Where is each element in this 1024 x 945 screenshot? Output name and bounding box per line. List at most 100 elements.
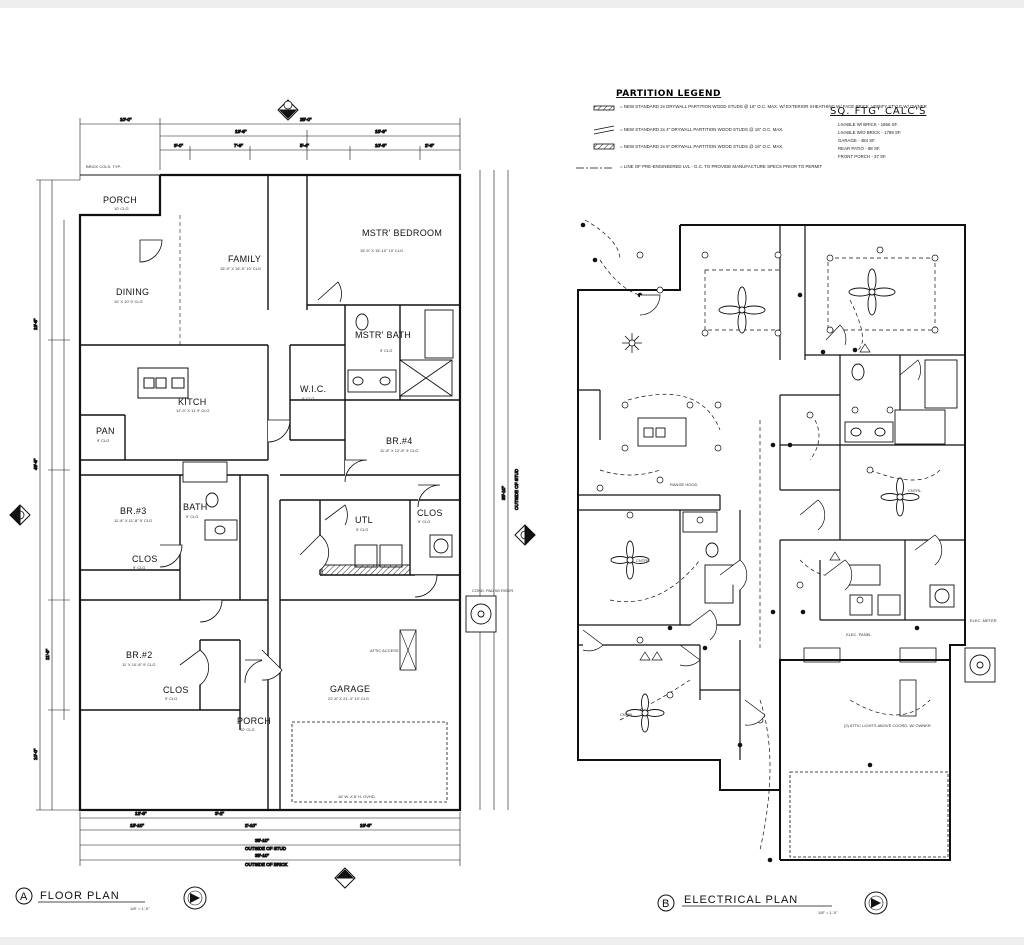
sqft-row-5: FRONT PORCH - 37 SF. [838, 154, 886, 159]
floor-plan: 10'-0" 25'-0" 13'-9" 15'-9" 3'-0" 7'-9" … [9, 99, 536, 889]
label-garage-sub: 22'-8" X 21'-4" 10' CLG [328, 696, 369, 701]
sqft-row-3: GARAGE - 484 SF. [838, 138, 876, 143]
north-arrow-icon [183, 886, 207, 910]
interior-walls [80, 175, 460, 810]
label-attic-lights: (2) ATTIC LIGHTS ABOVE COORD. W/ OWNER [844, 723, 931, 728]
label-utl-sub: 9' CLG [356, 527, 368, 532]
section-marker-left [9, 504, 31, 526]
elec-exterior-walls [577, 224, 966, 861]
label-cntrl-3: CNTRL [908, 488, 922, 493]
electrical-plan [577, 219, 996, 863]
label-pan: PAN [96, 426, 115, 436]
label-cntrl-2: CNTRL [620, 712, 634, 717]
dim-top-8: 10'-9" [375, 143, 387, 148]
dimension-lines-top [79, 118, 461, 180]
dim-top-7: 5'-4" [300, 143, 309, 148]
partition-legend-title: PARTITION LEGEND [616, 89, 721, 99]
floor-plan-title: A FLOOR PLAN 1/8" = 1'-0" [15, 886, 207, 911]
floor-plan-scale: 1/8" = 1'-0" [130, 906, 150, 911]
dim-top-4: 15'-9" [375, 129, 387, 134]
label-wic-sub: 9' CLG [302, 396, 314, 401]
elec-plan-letter: B [662, 898, 670, 910]
elec-bath-fixtures [682, 359, 958, 604]
sqft-calcs: SQ. FTG' CALC'S LIVABLE W/ BRICK - 1856 … [830, 106, 925, 159]
section-marker-right [514, 524, 536, 546]
open-boundaries [80, 215, 181, 346]
dim-bottom-5: 18'-8" [360, 823, 372, 828]
section-marker-top [277, 99, 299, 121]
dim-bottom-2: 3'-2" [215, 811, 224, 816]
label-porch-front-sub: 10' CLG [240, 727, 255, 732]
dim-bottom-7: 35'-10" [255, 853, 269, 858]
garage-door [291, 721, 448, 803]
legend-item-1: = NEW STANDARD 2x DRYWALL PARTITION WOOD… [620, 104, 927, 109]
door-swings [139, 239, 441, 686]
label-clos-br3-sub: 9' CLG [133, 565, 145, 570]
cond-pad [465, 595, 497, 633]
label-cond-pad: COND. PAD W/ RISER [472, 588, 513, 593]
dim-top-9: 2'-8" [425, 143, 434, 148]
north-arrow-icon-elec [864, 891, 888, 915]
sqft-row-4: REAR PATIO - 98 SF. [838, 146, 880, 151]
top-border-strip [0, 0, 1024, 8]
label-bath-sub: 9' CLG [186, 514, 198, 519]
exterior-walls [78, 173, 462, 812]
elec-fixture-b [899, 647, 937, 663]
dim-left-4: 10'-0" [33, 748, 38, 760]
label-br2: BR.#2 [126, 650, 153, 660]
label-wic: W.I.C. [300, 384, 326, 394]
elec-attic-symbol [899, 679, 917, 717]
dim-top-1: 10'-0" [120, 117, 132, 122]
legend-item-3: = NEW STANDARD 2x 6" DRYWALL PARTITION W… [620, 144, 783, 149]
dim-bottom-4: 2'-10" [245, 823, 257, 828]
label-mstr-bath-sub: 9' CLG [380, 348, 392, 353]
legend-item-4: = LINE OF PRE-ENGINEERED LVL - G.C. TO P… [620, 164, 822, 169]
dimension-lines-left [36, 179, 80, 811]
label-mstr-bedroom-sub: 15'-9" X 15'-10" 10' CLG [360, 248, 403, 253]
label-bath: BATH [183, 502, 208, 512]
dim-right-1: 35'-10" [501, 486, 506, 500]
dim-left-2: 48'-8" [33, 458, 38, 470]
dim-right-label: OUTSIDE OF STUD [514, 468, 519, 510]
label-elec-meter: ELEC. METER [970, 618, 997, 623]
dimension-lines-right [479, 170, 509, 810]
electrical-plan-title: B ELECTRICAL PLAN 1/8" = 1'-0" [657, 891, 888, 915]
legend-item-2: = NEW STANDARD 2x 4" DRYWALL PARTITION W… [620, 127, 783, 132]
elec-fixture-a [803, 647, 841, 663]
label-porch-front: PORCH [237, 716, 271, 726]
mstr-bath-fixtures [347, 309, 454, 397]
sqft-row-1: LIVABLE W/ BRICK - 1856 SF. [838, 122, 898, 127]
label-garage: GARAGE [330, 684, 370, 694]
dim-top-2: 25'-0" [300, 117, 312, 122]
dim-bottom-label-stud: OUTSIDE OF STUD [245, 846, 287, 851]
label-clos-utl-sub: 9' CLG [418, 519, 430, 524]
label-clos-br2-sub: 9' CLG [165, 696, 177, 701]
partition-legend: PARTITION LEGEND = NEW STANDARD 2x DRYWA… [576, 89, 927, 169]
label-clos-br2: CLOS [163, 685, 189, 695]
label-range-hood: RANGE HOOD [670, 482, 697, 487]
label-br4: BR.#4 [386, 436, 413, 446]
label-porch-rear: PORCH [103, 195, 137, 205]
label-br3-sub: 11'-8" X 11'-8" 9' CLG [114, 518, 152, 523]
label-family: FAMILY [228, 254, 261, 264]
label-family-sub: 15'-9" X 15'-5" 10' CLG [220, 266, 261, 271]
chandelier-icon [622, 333, 642, 353]
dim-bottom-1: 12'-8" [135, 811, 147, 816]
label-clos-utl: CLOS [417, 508, 443, 518]
label-utl: UTL [355, 515, 373, 525]
elec-kitchen-island [637, 417, 687, 447]
label-cntrl-1: CNTRL [636, 558, 650, 563]
elec-utility [839, 564, 955, 616]
elec-plan-title-text: ELECTRICAL PLAN [684, 894, 798, 906]
label-mstr-bath: MSTR' BATH [355, 330, 411, 340]
elec-garage-door [789, 771, 949, 858]
label-pan-sub: 9' CLG [97, 438, 109, 443]
label-attic-access: ATTIC ACCESS [370, 648, 399, 653]
elec-interior-walls [578, 225, 965, 760]
label-elec-panel: ELEC. PANEL [846, 632, 872, 637]
switch-icons [580, 222, 920, 863]
label-kitch: KITCH [178, 397, 207, 407]
dimension-lines-bottom [79, 812, 461, 866]
elec-cond-pad [964, 647, 996, 683]
